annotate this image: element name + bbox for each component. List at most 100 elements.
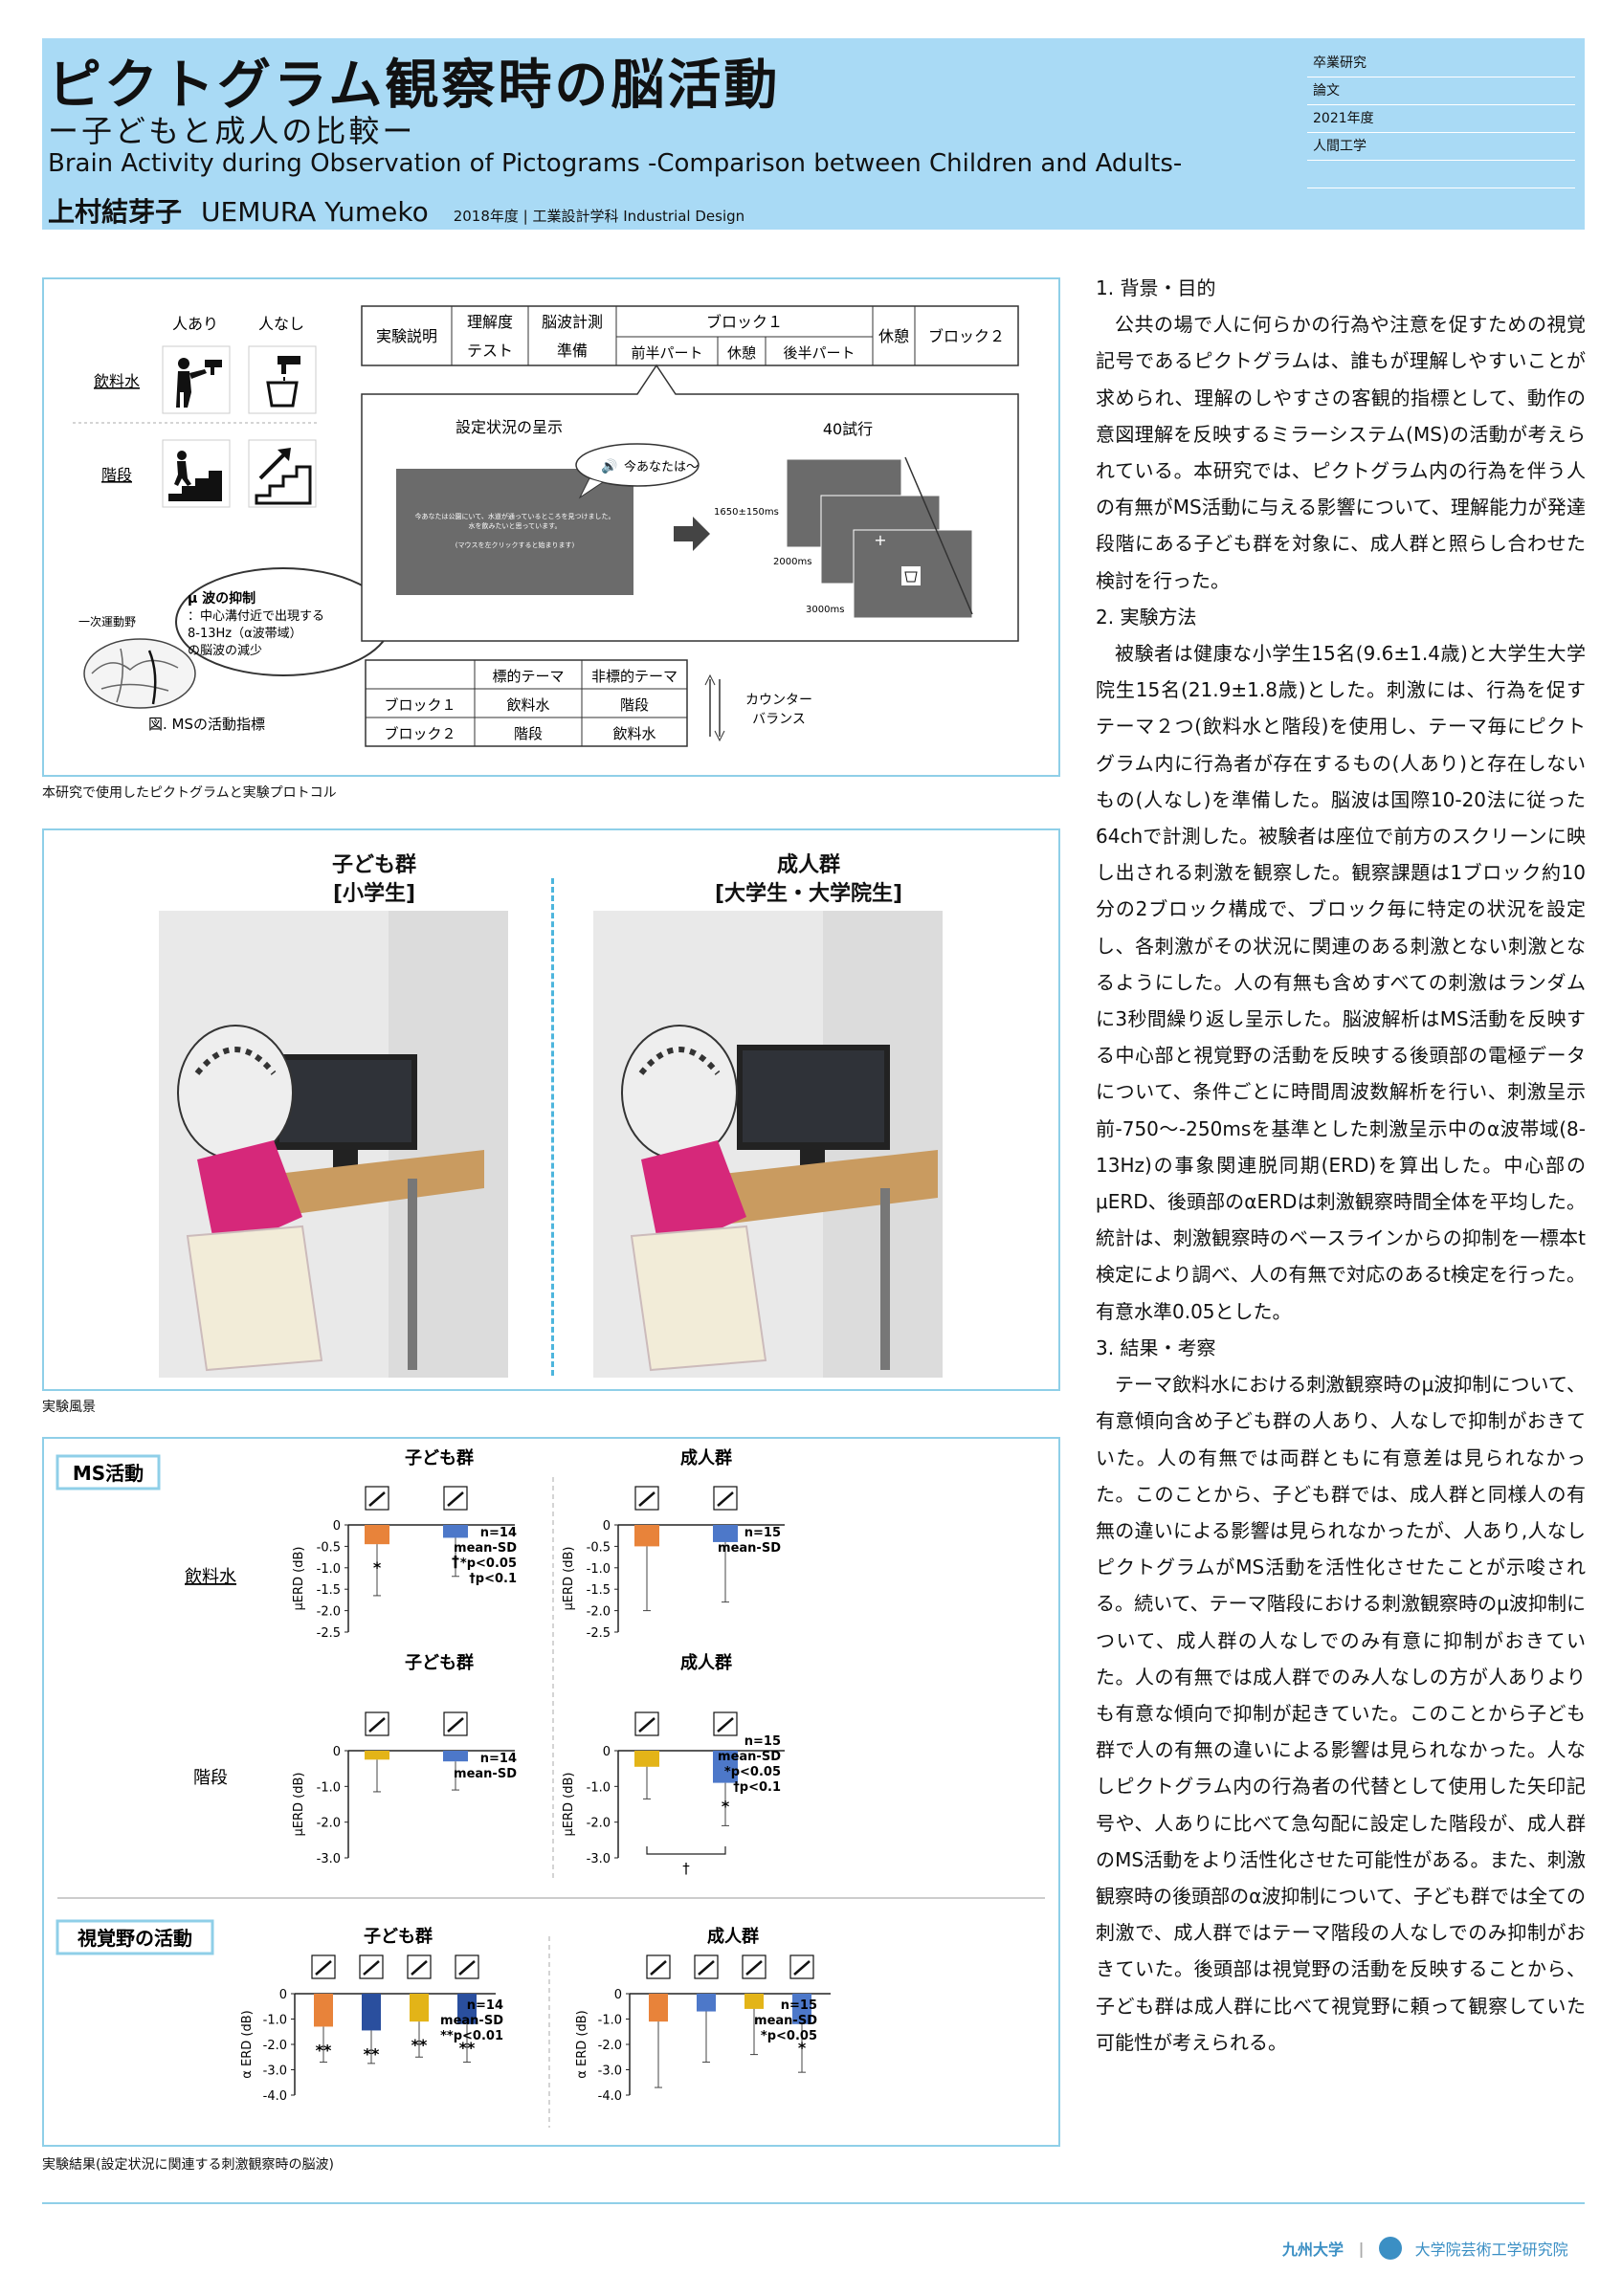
y-tick-label: -3.0 xyxy=(598,2064,622,2079)
svg-text:階段: 階段 xyxy=(620,696,649,714)
stats-note: n=15 xyxy=(744,1526,781,1540)
significance-mark: * xyxy=(373,1558,382,1577)
pictogram-glyph xyxy=(447,1491,464,1507)
stats-note: n=14 xyxy=(480,1752,517,1766)
significance-mark: ** xyxy=(316,2041,332,2059)
university-name: 九州大学 xyxy=(1282,2241,1344,2259)
school-name: 大学院芸術工学研究院 xyxy=(1414,2241,1568,2259)
y-tick-label: -1.5 xyxy=(587,1583,611,1598)
motor-area-label: 一次運動野 xyxy=(78,615,136,629)
chart-title: 成人群 xyxy=(707,1926,759,1947)
footer: 九州大学 | 大学院芸術工学研究院 xyxy=(1282,2237,1568,2260)
pictogram-glyph xyxy=(458,1960,476,1976)
brain-line2: 8-13Hz（α波帯域） xyxy=(188,627,302,641)
svg-text:脳波計測: 脳波計測 xyxy=(542,313,603,331)
y-tick-label: -2.0 xyxy=(598,2039,622,2053)
svg-text:カウンター: カウンター xyxy=(745,693,812,708)
protocol-figure: 人あり 人なし 飲料水 階段 μ 波の抑制 ：中心溝付近で出現する 8- xyxy=(42,277,1060,777)
y-tick-label: -2.0 xyxy=(587,1817,611,1831)
y-tick-label: -2.0 xyxy=(263,2039,287,2053)
bar xyxy=(314,1994,333,2027)
y-axis-label: μERD (dB) xyxy=(562,1773,576,1837)
significance-mark: ** xyxy=(411,2036,428,2054)
brain-line1: ：中心溝付近で出現する xyxy=(188,609,324,624)
child-group-label: 子ども群[小学生] xyxy=(331,853,416,906)
chart-title: 子ども群 xyxy=(405,1447,474,1468)
y-tick-label: -2.0 xyxy=(317,1605,341,1620)
y-tick-label: 0 xyxy=(603,1519,611,1534)
brain-line3: の脳波の減少 xyxy=(188,643,262,658)
arrow-right-icon xyxy=(674,517,710,551)
english-title: Brain Activity during Observation of Pic… xyxy=(48,149,1183,178)
section-paragraph-1: 公共の場で人に何らかの行為や注意を促すための視覚記号であるピクトグラムは、誰もが… xyxy=(1096,313,1586,592)
svg-text:1650±150ms: 1650±150ms xyxy=(714,507,779,518)
svg-text:水を飲みたいと思っています。: 水を飲みたいと思っています。 xyxy=(469,521,562,530)
svg-text:3000ms: 3000ms xyxy=(806,605,844,615)
y-tick-label: -2.0 xyxy=(587,1605,611,1620)
svg-text:準備: 準備 xyxy=(557,342,588,360)
row-stairs-label: 階段 xyxy=(101,466,132,484)
svg-text:前半パート: 前半パート xyxy=(631,344,702,362)
author-ja: 上村結芽子 xyxy=(48,196,183,228)
bar xyxy=(365,1751,389,1760)
pictogram-glyph xyxy=(793,1960,811,1976)
svg-text:休憩: 休憩 xyxy=(878,327,909,345)
pictogram-glyph xyxy=(363,1960,380,1976)
row-drink-label: 飲料水 xyxy=(94,372,140,390)
figure1-caption: 本研究で使用したピクトグラムと実験プロトコル xyxy=(42,785,337,801)
svg-text:実験説明: 実験説明 xyxy=(376,327,437,345)
results-figure: MS活動 視覚野の活動 飲料水 階段 0-0.5-1.0-1.5-2.0-2.5… xyxy=(42,1437,1060,2147)
svg-text:階段: 階段 xyxy=(514,725,543,742)
theme-table: 標的テーマ 非標的テーマ ブロック１ 飲料水 階段 ブロック２ 階段 飲料水 xyxy=(365,659,688,747)
pictogram-glyph xyxy=(315,1960,332,1976)
svg-text:+: + xyxy=(874,531,886,549)
pictogram-glyph xyxy=(638,1717,655,1733)
significance-mark: ** xyxy=(364,2044,380,2063)
brain-icon xyxy=(83,638,196,709)
drink-faucet-icon xyxy=(248,345,317,414)
stats-note: *p<0.05 xyxy=(724,1765,781,1779)
y-tick-label: -1.0 xyxy=(598,2014,622,2028)
footer-divider: | xyxy=(1358,2239,1365,2258)
svg-text:ブロック１: ブロック１ xyxy=(706,313,783,331)
y-tick-label: -0.5 xyxy=(587,1540,611,1555)
body-text: 1. 背景・目的 公共の場で人に何らかの行為や注意を促すための視覚記号であるピク… xyxy=(1096,270,1586,2061)
chart-title: 子ども群 xyxy=(405,1652,474,1673)
stats-note: mean-SD xyxy=(440,2014,503,2028)
bar xyxy=(634,1525,659,1547)
page-title: ピクトグラム観察時の脳活動 xyxy=(48,55,781,117)
protocol-svg: 人あり 人なし 飲料水 階段 μ 波の抑制 ：中心溝付近で出現する 8- xyxy=(73,305,1019,747)
row-stairs-label: 階段 xyxy=(193,1768,228,1788)
svg-text:2000ms: 2000ms xyxy=(773,557,811,567)
bar xyxy=(634,1751,659,1767)
pictogram-glyph xyxy=(745,1960,763,1976)
bar xyxy=(457,1994,477,2024)
bar xyxy=(713,1525,738,1542)
stats-note: mean-SD xyxy=(454,1767,517,1781)
significance-mark: † xyxy=(452,1552,459,1570)
pictogram-glyph xyxy=(717,1717,734,1733)
ms-caption: 図. MSの活動指標 xyxy=(148,716,265,733)
adult-group-label: 成人群[大学生・大学院生] xyxy=(714,853,903,906)
bracket-mark: † xyxy=(682,1860,690,1877)
y-axis-label: μERD (dB) xyxy=(292,1773,306,1837)
svg-text:ブロック２: ブロック２ xyxy=(928,327,1005,345)
pictogram-glyph xyxy=(638,1491,655,1507)
svg-text:バランス: バランス xyxy=(752,712,806,727)
pictogram-glyph xyxy=(411,1960,428,1976)
y-tick-label: -4.0 xyxy=(598,2089,622,2104)
y-axis-label: μERD (dB) xyxy=(292,1547,306,1611)
bar xyxy=(410,1994,429,2022)
pictogram-glyph xyxy=(447,1717,464,1733)
tag: 人間工学 xyxy=(1307,133,1575,161)
svg-text:理解度: 理解度 xyxy=(467,313,513,331)
chart-title: 子ども群 xyxy=(364,1926,433,1947)
y-axis-label: μERD (dB) xyxy=(562,1547,576,1611)
y-tick-label: -1.0 xyxy=(263,2014,287,2028)
header-band: ピクトグラム観察時の脳活動 ー子どもと成人の比較ー Brain Activity… xyxy=(42,38,1585,230)
stats-note: *p<0.05 xyxy=(460,1556,517,1571)
svg-text:休憩: 休憩 xyxy=(727,344,756,362)
y-tick-label: -2.0 xyxy=(317,1817,341,1831)
significance-bracket xyxy=(646,1846,726,1855)
